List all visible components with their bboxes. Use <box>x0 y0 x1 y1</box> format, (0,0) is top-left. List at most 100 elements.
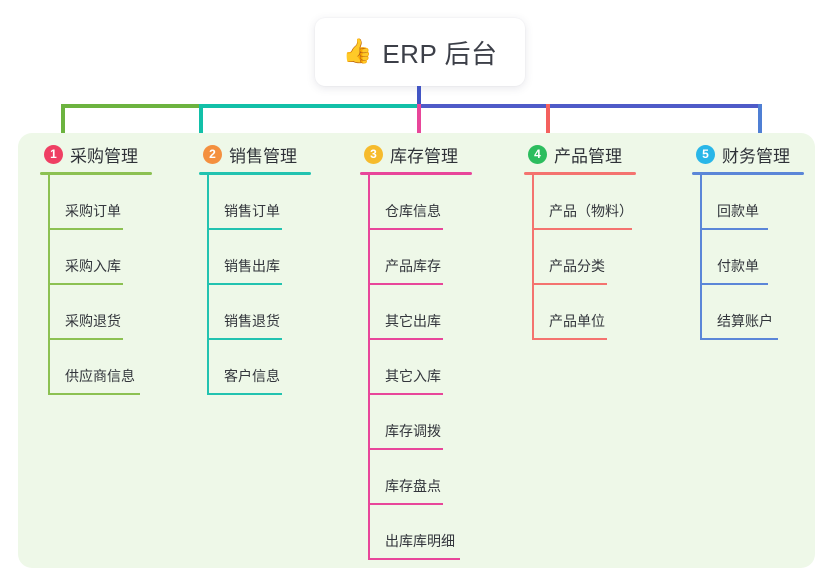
branch-item[interactable]: 库存盘点 <box>360 450 472 505</box>
branch-item-underline <box>368 283 443 285</box>
diagram-panel <box>18 133 815 568</box>
branch-header-5[interactable]: 5 财务管理 <box>692 142 804 166</box>
branch-spine <box>207 175 209 395</box>
branch-item[interactable]: 销售订单 <box>199 175 311 230</box>
branch-item-label: 回款单 <box>717 203 759 219</box>
branch-item-label: 采购订单 <box>65 203 121 219</box>
branch-item-label: 采购退货 <box>65 313 121 329</box>
branch-item[interactable]: 采购订单 <box>40 175 152 230</box>
branch-item-underline <box>368 448 443 450</box>
branch-spine <box>532 175 534 340</box>
branch-item-underline <box>48 228 123 230</box>
branch-item[interactable]: 产品库存 <box>360 230 472 285</box>
branch-item[interactable]: 销售退货 <box>199 285 311 340</box>
root-node[interactable]: 👍 ERP 后台 <box>315 18 525 86</box>
branch-item-label: 客户信息 <box>224 368 280 384</box>
branch-underline <box>692 172 804 175</box>
connector-drop-5 <box>758 104 762 146</box>
branch-item[interactable]: 采购入库 <box>40 230 152 285</box>
branch-item-underline <box>368 338 443 340</box>
branch-item-underline <box>207 338 282 340</box>
branch-item-label: 产品单位 <box>549 313 605 329</box>
branch-item-label: 供应商信息 <box>65 368 135 384</box>
branch-item[interactable]: 销售出库 <box>199 230 311 285</box>
branch-items: 仓库信息产品库存其它出库其它入库库存调拨库存盘点出库库明细 <box>360 175 472 560</box>
connector-drop-1 <box>61 104 65 146</box>
branch-item[interactable]: 产品分类 <box>524 230 636 285</box>
branch-items: 回款单付款单结算账户 <box>692 175 804 340</box>
branch-item[interactable]: 结算账户 <box>692 285 804 340</box>
branch-number-badge: 2 <box>203 144 222 164</box>
branch-item-label: 产品库存 <box>385 258 441 274</box>
branch-item[interactable]: 采购退货 <box>40 285 152 340</box>
branch-title: 库存管理 <box>390 146 458 166</box>
branch-item[interactable]: 仓库信息 <box>360 175 472 230</box>
connector-root-stem <box>417 86 421 108</box>
branch-item[interactable]: 供应商信息 <box>40 340 152 395</box>
branch-title: 产品管理 <box>554 146 622 166</box>
branch-item-underline <box>532 228 632 230</box>
branch-header-2[interactable]: 2 销售管理 <box>199 142 311 166</box>
branch-item-label: 采购入库 <box>65 258 121 274</box>
connector-drop-3 <box>417 104 421 146</box>
branch-spine <box>700 175 702 340</box>
branch-underline <box>360 172 472 175</box>
branch-item-underline <box>368 558 460 560</box>
branch-item-label: 产品（物料） <box>549 203 633 219</box>
branch-items: 采购订单采购入库采购退货供应商信息 <box>40 175 152 395</box>
branch-number-badge: 3 <box>364 144 383 164</box>
thumbs-up-icon: 👍 <box>342 38 373 65</box>
branch-header-4[interactable]: 4 产品管理 <box>524 142 636 166</box>
branch-item[interactable]: 产品（物料） <box>524 175 636 230</box>
branch-item[interactable]: 库存调拨 <box>360 395 472 450</box>
branch-item[interactable]: 其它出库 <box>360 285 472 340</box>
connector-bus-blue <box>417 104 762 108</box>
branch-header-3[interactable]: 3 库存管理 <box>360 142 472 166</box>
branch-number-badge: 5 <box>696 144 715 164</box>
branch-item-label: 库存调拨 <box>385 423 441 439</box>
branch-item[interactable]: 出库库明细 <box>360 505 472 560</box>
branch-item-underline <box>700 283 768 285</box>
branch-spine <box>48 175 50 395</box>
branch-item-label: 其它出库 <box>385 313 441 329</box>
branch-item-underline <box>207 393 282 395</box>
branch-title: 财务管理 <box>722 146 790 166</box>
branch-item-underline <box>48 338 123 340</box>
branch-underline <box>524 172 636 175</box>
branch-item-underline <box>368 228 443 230</box>
branch-item-label: 销售出库 <box>224 258 280 274</box>
branch-item[interactable]: 其它入库 <box>360 340 472 395</box>
connector-drop-4 <box>546 104 550 146</box>
branch-item-label: 产品分类 <box>549 258 605 274</box>
branch-item[interactable]: 回款单 <box>692 175 804 230</box>
branch-column-2: 2 销售管理销售订单销售出库销售退货客户信息 <box>199 142 311 395</box>
branch-item-label: 付款单 <box>717 258 759 274</box>
branch-column-5: 5 财务管理回款单付款单结算账户 <box>692 142 804 340</box>
branch-item-underline <box>700 338 778 340</box>
branch-item-underline <box>48 283 123 285</box>
branch-underline <box>40 172 152 175</box>
branch-item-underline <box>48 393 140 395</box>
branch-item-label: 销售退货 <box>224 313 280 329</box>
branch-item-label: 其它入库 <box>385 368 441 384</box>
branch-item-underline <box>207 228 282 230</box>
connector-bus-green <box>61 104 201 108</box>
connector-drop-2 <box>199 104 203 146</box>
branch-item-label: 结算账户 <box>717 313 773 329</box>
branch-item[interactable]: 客户信息 <box>199 340 311 395</box>
branch-title: 销售管理 <box>229 146 297 166</box>
branch-number-badge: 1 <box>44 144 63 164</box>
root-node-label: ERP 后台 <box>382 38 498 69</box>
branch-underline <box>199 172 311 175</box>
branch-item[interactable]: 付款单 <box>692 230 804 285</box>
branch-item-underline <box>368 393 443 395</box>
branch-item-label: 销售订单 <box>224 203 280 219</box>
branch-item-underline <box>207 283 282 285</box>
branch-spine <box>368 175 370 560</box>
branch-item-underline <box>532 338 607 340</box>
branch-item[interactable]: 产品单位 <box>524 285 636 340</box>
branch-number-badge: 4 <box>528 144 547 164</box>
branch-item-label: 库存盘点 <box>385 478 441 494</box>
